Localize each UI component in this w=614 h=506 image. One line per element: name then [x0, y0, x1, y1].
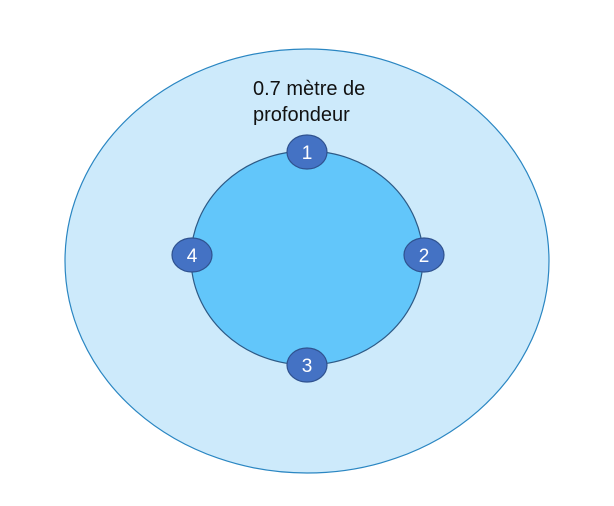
marker-1: 1	[286, 134, 328, 170]
marker-4-circle	[171, 237, 213, 273]
depth-label: 0.7 mètre de profondeur	[253, 78, 366, 126]
marker-3: 3	[286, 347, 328, 383]
marker-1-label: 1	[302, 143, 313, 164]
marker-1-circle	[286, 134, 328, 170]
marker-3-label: 3	[302, 356, 313, 377]
marker-4-label: 4	[187, 246, 198, 267]
marker-2-circle	[403, 237, 445, 273]
marker-3-circle	[286, 347, 328, 383]
marker-4: 4	[171, 237, 213, 273]
marker-2-label: 2	[419, 246, 430, 267]
inner-pool	[190, 150, 424, 366]
marker-2: 2	[403, 237, 445, 273]
